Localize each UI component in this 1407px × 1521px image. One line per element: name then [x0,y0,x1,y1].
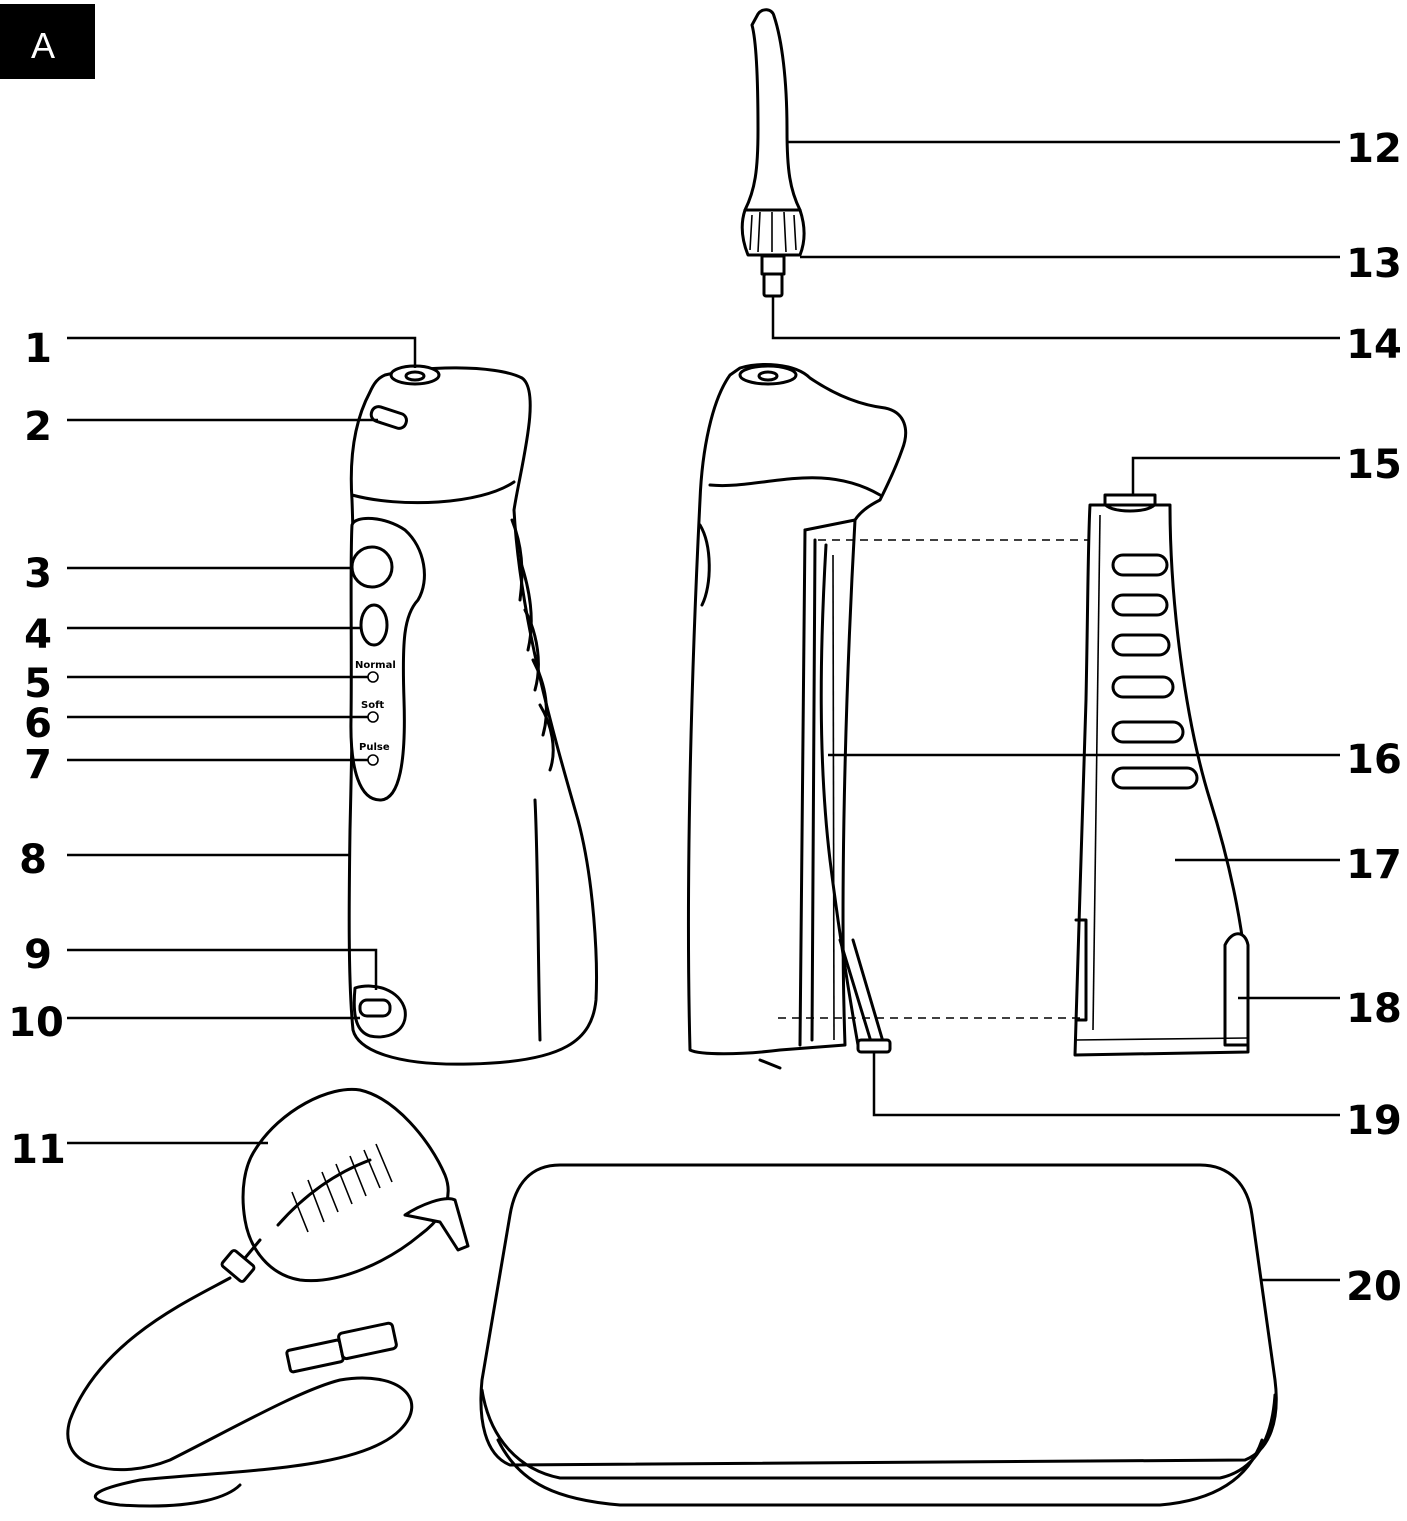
device-side-view [686,363,908,1070]
leader-lines [67,140,1340,1282]
label-1: 1 [24,326,52,372]
label-11: 11 [10,1127,66,1173]
label-6: 6 [24,701,52,747]
panel-badge: A [0,4,95,79]
label-19: 19 [1346,1098,1402,1144]
water-tank [1073,493,1250,1057]
label-16: 16 [1346,737,1402,783]
label-2: 2 [24,404,52,450]
label-14: 14 [1346,322,1402,368]
panel-letter: A [31,25,55,66]
mode-normal-text: Normal [355,660,396,671]
label-9: 9 [24,932,52,978]
travel-case [479,1163,1278,1507]
charger-adapter [66,1087,470,1508]
label-10: 10 [8,1000,64,1046]
label-8: 8 [19,837,47,883]
label-5: 5 [24,661,52,707]
label-3: 3 [24,551,52,597]
label-15: 15 [1346,442,1402,488]
label-12: 12 [1346,126,1402,172]
mode-soft-text: Soft [361,700,384,711]
label-18: 18 [1346,986,1402,1032]
nozzle-part [740,8,806,298]
label-7: 7 [24,742,52,788]
label-20: 20 [1346,1264,1402,1310]
mode-pulse-text: Pulse [359,742,390,753]
part-numbers: 1 2 3 4 5 6 7 8 9 10 11 12 13 14 15 16 1… [8,126,1402,1310]
device-front-view: Normal Soft Pulse [347,364,598,1066]
label-13: 13 [1346,241,1402,287]
label-17: 17 [1346,842,1402,888]
label-4: 4 [24,612,52,658]
